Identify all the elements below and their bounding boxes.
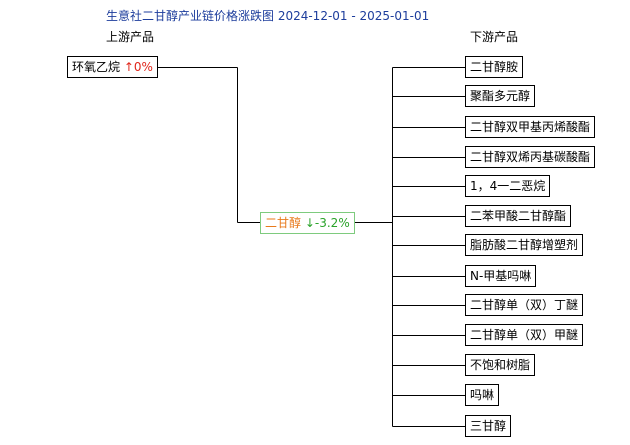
center-node[interactable]: 二甘醇 ↓-3.2% <box>260 212 355 234</box>
upstream-node-label: 环氧乙烷 <box>72 60 121 74</box>
center-node-label: 二甘醇 <box>265 216 302 230</box>
downstream-node[interactable]: 聚酯多元醇 <box>465 85 536 107</box>
downstream-node[interactable]: 三甘醇 <box>465 415 512 437</box>
downstream-node[interactable]: 吗啉 <box>465 384 500 406</box>
downstream-node[interactable]: 二甘醇单（双）丁醚 <box>465 294 584 316</box>
downstream-node[interactable]: 二甘醇胺 <box>465 56 524 78</box>
downstream-node[interactable]: 二甘醇单（双）甲醚 <box>465 324 584 346</box>
downstream-node[interactable]: 不饱和树脂 <box>465 354 536 376</box>
downstream-node[interactable]: 二苯甲酸二甘醇酯 <box>465 205 572 227</box>
arrow-down-icon: ↓ <box>304 216 315 230</box>
center-change: -3.2% <box>314 216 350 230</box>
upstream-change: 0% <box>133 60 153 74</box>
downstream-node[interactable]: 二甘醇双甲基丙烯酸酯 <box>465 116 596 138</box>
downstream-node[interactable]: 1，4一二恶烷 <box>465 175 551 197</box>
downstream-node[interactable]: 二甘醇双烯丙基碳酸酯 <box>465 146 596 168</box>
chart-title: 生意社二甘醇产业链价格涨跌图 2024-12-01 - 2025-01-01 <box>106 9 430 23</box>
downstream-node[interactable]: N-甲基吗啉 <box>465 265 537 287</box>
upstream-header: 上游产品 <box>106 30 155 44</box>
upstream-node[interactable]: 环氧乙烷 ↑0% <box>67 56 158 78</box>
downstream-header: 下游产品 <box>470 30 519 44</box>
arrow-up-icon: ↑ <box>123 60 134 74</box>
downstream-node[interactable]: 脂肪酸二甘醇增塑剂 <box>465 234 584 256</box>
